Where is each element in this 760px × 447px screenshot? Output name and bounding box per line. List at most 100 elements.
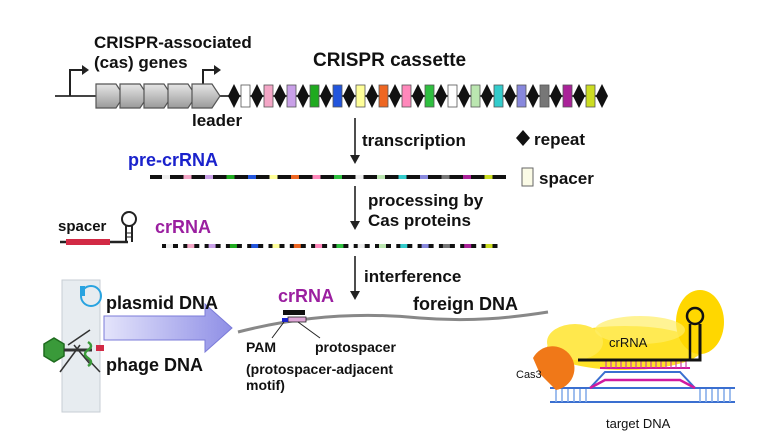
- target-dna-label: target DNA: [606, 416, 671, 431]
- cascade-complex: [533, 290, 735, 403]
- pre-crrna-strand: [150, 175, 506, 179]
- leader-label: leader: [192, 111, 242, 130]
- promoter-arrow-cas: [69, 69, 86, 96]
- spacer-hairpin: [60, 211, 137, 245]
- complex-crrna-label: crRNA: [609, 335, 648, 350]
- interference-label: interference: [364, 267, 461, 286]
- repeat-diamond: [573, 84, 585, 108]
- pre-crrna-spacer: [420, 175, 428, 179]
- pre-crrna-spacer: [183, 175, 192, 179]
- repeat-diamond: [435, 84, 447, 108]
- crrna-label: crRNA: [155, 217, 211, 237]
- crrna-piece-spacer: [208, 244, 216, 248]
- target-dna: [550, 387, 735, 403]
- complex-crrna-strand: [578, 324, 702, 362]
- promoter-arrowhead-leader: [214, 65, 221, 75]
- repeat-diamond: [297, 84, 309, 108]
- cas-gene-block: [119, 83, 221, 109]
- pam-full-line1: (protospacer-adjacent: [246, 361, 393, 377]
- pre-crrna-spacer: [248, 175, 256, 179]
- crrna-piece-spacer: [187, 244, 195, 248]
- complex-crrna-loop: [685, 306, 705, 326]
- cas-genes-label-line2: (cas) genes: [94, 53, 188, 72]
- processing-arrowhead: [350, 221, 360, 230]
- crrna-piece-spacer: [421, 244, 429, 248]
- cas-gene: [191, 83, 221, 109]
- spacer-box: [378, 84, 389, 108]
- phage-dna-label: phage DNA: [106, 355, 203, 375]
- pre-crrna-spacer: [269, 175, 278, 179]
- cell-membrane: [61, 279, 101, 413]
- spacer-legend-icon: [521, 167, 534, 187]
- pam-full-line2: motif): [246, 377, 285, 393]
- cas3-label: Cas3: [516, 369, 542, 381]
- repeat-diamond: [343, 84, 355, 108]
- crrna-piece-spacer: [293, 244, 301, 248]
- spacer-box: [332, 84, 343, 108]
- repeat-diamond: [550, 84, 562, 108]
- cascade-top: [595, 316, 685, 344]
- pre-crrna-spacer: [441, 175, 450, 179]
- pre-crrna-spacer: [205, 175, 213, 179]
- pre-crrna-spacer: [484, 175, 493, 179]
- repeat-legend-icon: [516, 130, 530, 146]
- r-loop-displaced: [589, 378, 696, 390]
- invasion-arrow: [103, 302, 233, 354]
- spacer-box: [470, 84, 481, 108]
- repeat-diamond: [412, 84, 424, 108]
- spacer-box: [401, 84, 412, 108]
- pam-pointer: [271, 321, 285, 339]
- spacer-box: [516, 84, 527, 108]
- repeat-diamond: [228, 84, 240, 108]
- processing-label-line2: Cas proteins: [368, 211, 471, 230]
- crrna-piece-spacer: [379, 244, 386, 248]
- pre-crrna-label: pre-crRNA: [128, 150, 218, 170]
- crrna-bound: [282, 310, 307, 323]
- pre-crrna-spacer: [463, 175, 471, 179]
- repeat-diamond: [481, 84, 493, 108]
- crrna-piece-spacer: [464, 244, 472, 248]
- spacer-box: [493, 84, 504, 108]
- locus-row: [55, 65, 608, 109]
- pre-crrna-spacer: [291, 175, 299, 179]
- crrna-piece-spacer: [357, 244, 365, 248]
- repeat-diamond: [458, 84, 470, 108]
- pre-crrna-spacer: [355, 175, 364, 179]
- crrna-piece-spacer: [229, 244, 237, 248]
- pam-label: PAM: [246, 339, 276, 355]
- crrna-bottom-label: crRNA: [278, 286, 334, 306]
- protospacer-label: protospacer: [315, 339, 396, 355]
- interference-arrowhead: [350, 291, 360, 300]
- pre-crrna-spacer: [162, 175, 170, 179]
- crrna-piece-spacer: [442, 244, 450, 248]
- repeat-diamond: [366, 84, 378, 108]
- cell-panel: [43, 279, 104, 413]
- phage-icon: [43, 329, 104, 373]
- spacer-box: [585, 84, 596, 108]
- protospacer-pointer: [297, 321, 321, 339]
- foreign-dna-label: foreign DNA: [413, 294, 518, 314]
- repeat-diamond: [389, 84, 401, 108]
- crrna-piece-spacer: [485, 244, 493, 248]
- spacer-hairpin-label: spacer: [58, 218, 107, 235]
- spacer-box: [240, 84, 251, 108]
- repeat-diamond: [251, 84, 263, 108]
- cassette-label: CRISPR cassette: [313, 50, 466, 71]
- spacer-box: [355, 84, 366, 108]
- crrna-piece-spacer: [336, 244, 344, 248]
- transcription-label: transcription: [362, 131, 466, 150]
- cas3-protein: [533, 346, 575, 390]
- pre-crrna-spacer: [398, 175, 407, 179]
- spacer-box: [263, 84, 274, 108]
- spacer-box: [286, 84, 297, 108]
- processing-label-line1: processing by: [368, 191, 484, 210]
- r-loop-upper: [556, 371, 735, 389]
- spacer-box: [562, 84, 573, 108]
- spacer-box: [539, 84, 550, 108]
- pre-crrna-spacer: [377, 175, 385, 179]
- crrna-piece-spacer: [272, 244, 280, 248]
- repeat-diamond: [527, 84, 539, 108]
- pre-crrna-spacer: [312, 175, 321, 179]
- crrna-piece-spacer: [166, 244, 173, 248]
